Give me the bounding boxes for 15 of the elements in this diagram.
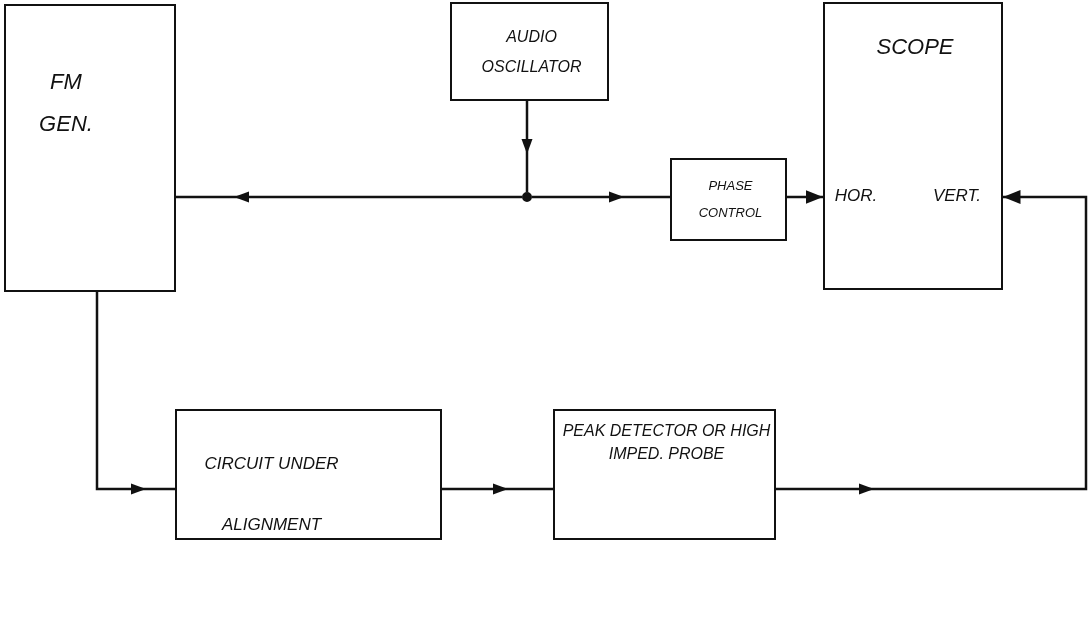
block-box bbox=[823, 2, 1003, 290]
block-label: PHASE CONTROL bbox=[697, 177, 764, 223]
block-label: VERT. bbox=[931, 186, 983, 207]
block-box bbox=[4, 4, 176, 292]
block-box bbox=[450, 2, 609, 101]
junction-dot bbox=[522, 192, 532, 202]
block-box bbox=[553, 409, 776, 540]
block-label: HOR. bbox=[833, 186, 879, 207]
block-label: CIRCUIT UNDER ALIGNMENT bbox=[203, 453, 340, 537]
block-box bbox=[175, 409, 442, 540]
block-label: AUDIO OSCILLATOR bbox=[480, 27, 583, 78]
block-box bbox=[670, 158, 787, 241]
block-label: PEAK DETECTOR OR HIGH IMPED. PROBE bbox=[561, 421, 772, 465]
block-label: SCOPE bbox=[875, 34, 955, 61]
block-label: FM GEN. bbox=[38, 68, 94, 138]
